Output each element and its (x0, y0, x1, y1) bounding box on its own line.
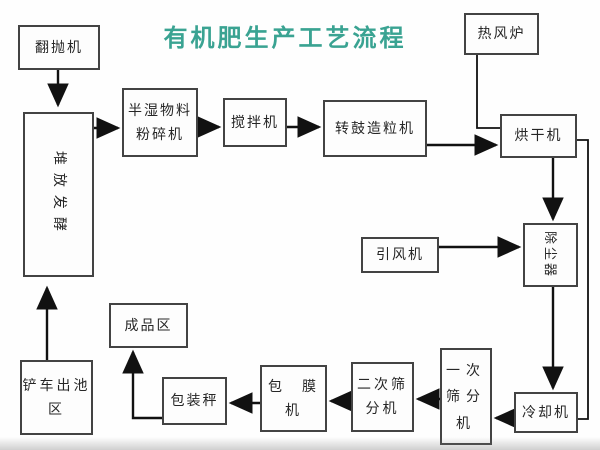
node-dryer: 烘干机 (500, 114, 577, 158)
page-bottom-shade (0, 437, 600, 450)
node-coating-machine: 包 膜 机 (260, 365, 327, 432)
page-title: 有机肥生产工艺流程 (163, 26, 407, 52)
node-finished-product-area: 成品区 (109, 303, 188, 348)
node-packing-scale: 包装秤 (162, 377, 227, 425)
connector-dryer-to-cooler-bypass (577, 139, 589, 420)
node-fermentation-stacking-label: 堆放发酵 (51, 150, 68, 239)
connector-scale-to-product-area (122, 349, 162, 420)
node-semi-wet-material-crusher: 半湿物料 粉碎机 (122, 88, 198, 157)
node-fermentation-stacking: 堆放发酵 (23, 112, 94, 277)
node-dust-remover: 除尘器 (523, 223, 578, 287)
node-cooler: 冷却机 (514, 392, 578, 433)
node-rotary-drum-granulator: 转鼓造粒机 (323, 100, 427, 157)
node-hot-air-furnace: 热风炉 (464, 13, 539, 55)
node-forklift-out-area: 铲车出池 区 (20, 360, 93, 435)
node-turning-machine: 翻抛机 (18, 25, 100, 70)
connector-furnace-to-dryer (476, 55, 500, 129)
node-dust-remover-label: 除尘器 (543, 230, 559, 280)
node-secondary-screening-machine: 二次筛 分机 (351, 362, 414, 432)
node-mixer: 搅拌机 (223, 98, 287, 147)
node-primary-screening-machine: 一次 筛分 机 (440, 348, 492, 445)
node-induced-draft-fan: 引风机 (361, 237, 439, 273)
